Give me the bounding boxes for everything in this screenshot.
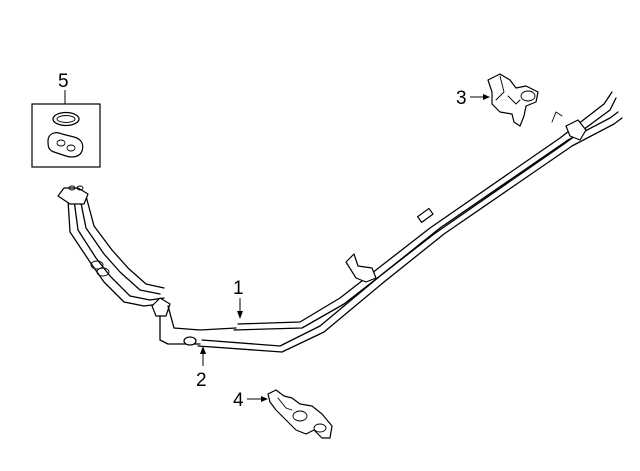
line-coupling <box>416 207 434 223</box>
line-2-upper-edge[interactable] <box>201 111 619 347</box>
line-2-left-end[interactable] <box>159 315 201 345</box>
callout-1-group: 1 <box>233 278 244 319</box>
clip-lower-hole-1 <box>292 410 308 422</box>
callout-3-label[interactable]: 3 <box>456 88 467 109</box>
callout-2-label[interactable]: 2 <box>196 370 207 391</box>
right-clip-tab <box>551 111 563 123</box>
right-clip-icon <box>565 119 587 141</box>
line-left-a[interactable] <box>67 199 161 307</box>
gasket-icon <box>47 132 84 158</box>
left-fitting-cap-2 <box>76 185 84 191</box>
lower-fitting-icon <box>151 297 171 317</box>
callout-1-arrow <box>237 311 243 319</box>
gasket-hole-1 <box>56 139 66 147</box>
line-left-b[interactable] <box>73 199 165 301</box>
callout-3-arrow <box>483 94 490 100</box>
callout-2-arrow <box>200 346 206 354</box>
callout-1-label[interactable]: 1 <box>233 278 244 299</box>
clip-lower-hole-2 <box>313 423 327 433</box>
middle-bracket-icon <box>345 253 377 283</box>
bracket-upper-icon[interactable] <box>487 73 539 127</box>
clip-lower-icon[interactable] <box>267 389 333 439</box>
line-1-upper-edge[interactable] <box>237 91 613 325</box>
bracket-upper-tab <box>507 95 521 105</box>
o-ring-icon <box>52 111 80 127</box>
callout-2-group: 2 <box>196 346 207 391</box>
left-fitting-icon <box>57 187 89 205</box>
clip-lower-detail <box>277 397 293 411</box>
line-left-d[interactable] <box>85 195 165 289</box>
o-ring-inner-icon <box>56 115 76 123</box>
callout-4-label[interactable]: 4 <box>233 390 244 411</box>
bracket-upper-hole <box>520 90 536 102</box>
callout-4-arrow <box>261 396 268 402</box>
bracket-upper-group: 3 <box>456 73 539 127</box>
line-1-left-end[interactable] <box>167 305 237 331</box>
seal-kit-group: 5 <box>31 71 101 168</box>
sleeve-ring-2 <box>96 267 110 277</box>
line-2-lower-edge[interactable] <box>197 117 623 353</box>
gasket-hole-2 <box>66 144 76 152</box>
line-left-c[interactable] <box>79 197 161 295</box>
callout-5-label[interactable]: 5 <box>58 71 69 92</box>
line-1-lower-edge[interactable] <box>233 97 617 331</box>
cooler-lines-group <box>57 91 623 353</box>
left-fitting-cap-1 <box>68 185 76 191</box>
sleeve-ring-1 <box>90 260 104 270</box>
bracket-upper-detail <box>495 75 505 101</box>
line-2-end-cap <box>183 336 197 346</box>
clip-lower-group: 4 <box>233 389 333 439</box>
